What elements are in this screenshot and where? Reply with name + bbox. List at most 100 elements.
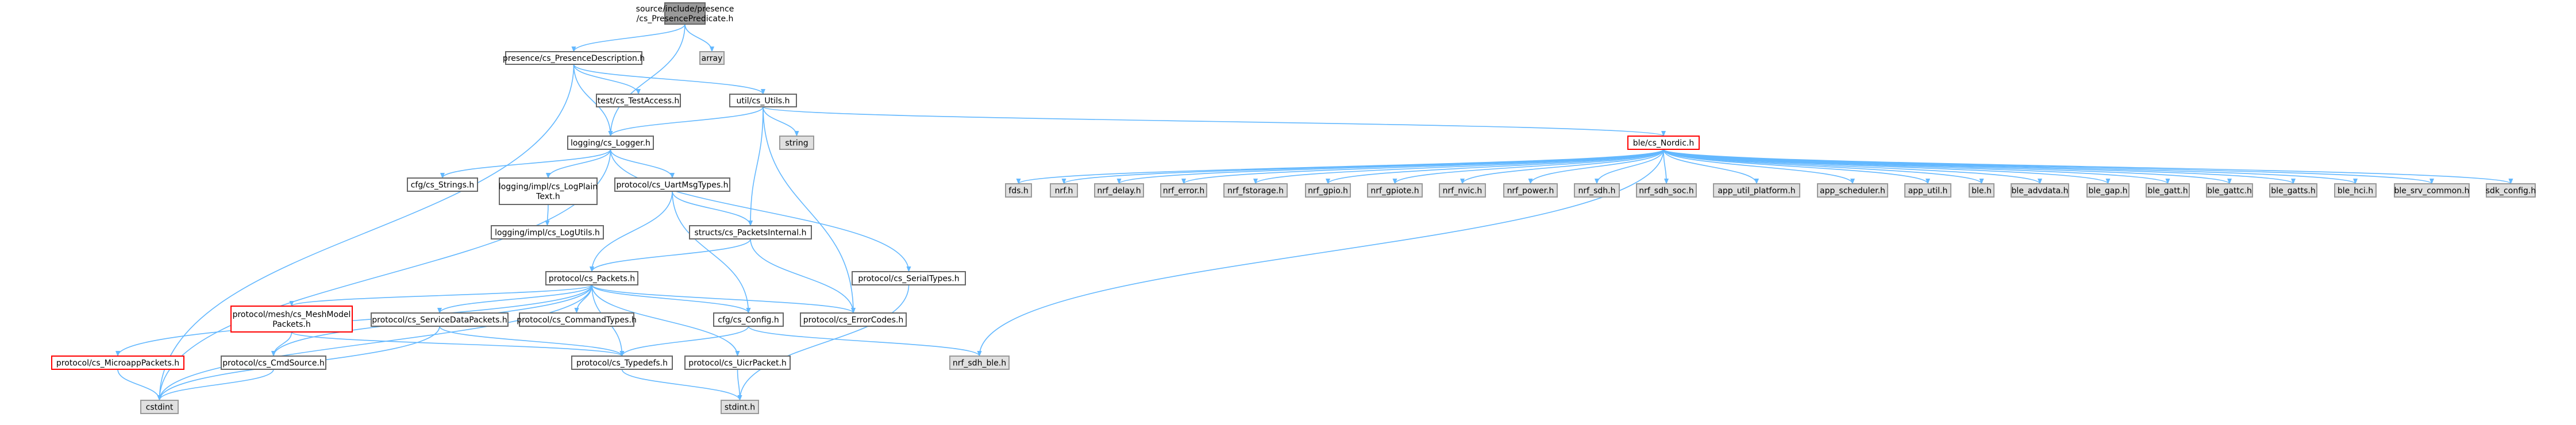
edge-logger-to-uartmsg (610, 149, 675, 179)
node-ble: ble.h (1969, 183, 1994, 198)
node-typedefs[interactable]: protocol/cs_Typedefs.h (571, 356, 673, 370)
node-label: nrf_sdh_soc.h (1639, 187, 1694, 196)
node-box (567, 136, 654, 150)
node-label: string (785, 139, 808, 148)
node-label: protocol/cs_Packets.h (549, 275, 635, 284)
node-nrfdelay: nrf_delay.h (1094, 183, 1144, 198)
edge-nordic-to-blesrv (1663, 149, 2434, 184)
node-testaccess[interactable]: test/cs_TestAccess.h (596, 94, 681, 107)
edge-svcdata-to-typedefs (439, 326, 625, 357)
edge-nordic-to-nrfgpiote (1392, 149, 1664, 184)
edge-nordic-to-nrffstorage (1253, 149, 1664, 184)
node-array: array (699, 51, 725, 65)
node-apputil: app_util.h (1904, 183, 1951, 198)
edge-utils-to-pktinternal (748, 106, 764, 226)
node-box (221, 356, 326, 370)
node-label: stdint.h (725, 403, 755, 412)
node-label: Packets.h (272, 320, 310, 329)
node-box (2486, 183, 2536, 198)
edge-root-to-presdesc (571, 24, 686, 52)
node-label: /cs_PresencePredicate.h (637, 14, 734, 24)
node-label: ble_hci.h (2338, 187, 2373, 196)
node-errorcodes[interactable]: protocol/cs_ErrorCodes.h (800, 312, 907, 327)
edge-logger-to-serialtypes (610, 149, 911, 272)
edge-pktinternal-to-errorcodes (750, 238, 856, 314)
node-label: nrf_gpiote.h (1370, 187, 1419, 196)
node-uartmsg[interactable]: protocol/cs_UartMsgTypes.h (614, 177, 730, 192)
node-uicr[interactable]: protocol/cs_UicrPacket.h (684, 356, 791, 370)
node-box (2011, 183, 2069, 198)
node-pktinternal[interactable]: structs/cs_PacketsInternal.h (689, 225, 812, 239)
node-label: protocol/cs_MicroappPackets.h (56, 359, 179, 368)
node-label: structs/cs_PacketsInternal.h (695, 229, 807, 238)
node-bleadv: ble_advdata.h (2011, 183, 2069, 198)
edge-root-to-array (684, 24, 714, 52)
node-box (2334, 183, 2377, 198)
edge-nordic-to-nrfpower (1528, 149, 1664, 184)
node-presdesc[interactable]: presence/cs_PresenceDescription.h (503, 51, 645, 65)
node-config[interactable]: cfg/cs_Config.h (713, 312, 784, 327)
node-label: ble_srv_common.h (2394, 187, 2469, 196)
node-label: ble_gatt.h (2147, 187, 2188, 196)
node-nrfnvic: nrf_nvic.h (1439, 183, 1486, 198)
edge-nordic-to-apputilplat (1663, 149, 1759, 184)
node-microapp[interactable]: protocol/cs_MicroappPackets.h (51, 356, 184, 370)
node-logutils[interactable]: logging/impl/cs_LogUtils.h (491, 225, 604, 239)
node-utils[interactable]: util/cs_Utils.h (729, 94, 797, 107)
node-box (664, 2, 706, 25)
node-label: logging/impl/cs_LogUtils.h (495, 229, 600, 238)
edge-meshmodel-to-cmdsource (271, 331, 292, 357)
node-strings[interactable]: cfg/cs_Strings.h (407, 177, 478, 192)
node-box (1636, 183, 1697, 198)
node-root[interactable]: source/include/presence/cs_PresencePredi… (636, 2, 734, 25)
node-packets[interactable]: protocol/cs_Packets.h (545, 271, 638, 285)
node-logger[interactable]: logging/cs_Logger.h (567, 136, 654, 150)
node-label: nrf_nvic.h (1443, 187, 1483, 196)
node-layer: source/include/presence/cs_PresencePredi… (51, 2, 2536, 414)
node-box (800, 312, 907, 327)
node-box (1305, 183, 1351, 198)
node-label: protocol/cs_CmdSource.h (222, 359, 325, 368)
node-box (699, 51, 725, 65)
node-box (2206, 183, 2253, 198)
node-svcdata[interactable]: protocol/cs_ServiceDataPackets.h (371, 312, 509, 327)
edge-utils-to-nordic (763, 106, 1666, 137)
node-label: cfg/cs_Config.h (718, 316, 779, 325)
node-label: nrf_fstorage.h (1227, 187, 1284, 196)
node-label: app_util_platform.h (1718, 187, 1795, 196)
node-string: string (779, 136, 814, 150)
node-sdkconfig: sdk_config.h (2486, 183, 2536, 198)
node-stdint: stdint.h (721, 400, 759, 414)
edge-nordic-to-nrf (1061, 149, 1664, 184)
edge-packets-to-microapp (115, 284, 592, 357)
node-box (852, 271, 966, 285)
edge-nordic-to-nrfsdhsoc (1663, 149, 1669, 184)
node-cmdtypes[interactable]: protocol/cs_CommandTypes.h (517, 312, 637, 327)
edge-nordic-to-nrfsdh (1595, 149, 1664, 184)
node-box (1969, 183, 1994, 198)
node-blegattc: ble_gattc.h (2206, 183, 2253, 198)
edge-config-to-typedefs (619, 326, 749, 357)
node-label: nrf_gpio.h (1308, 187, 1348, 196)
node-box (713, 312, 784, 327)
node-box (230, 306, 353, 333)
node-box (721, 400, 759, 414)
node-box (684, 356, 791, 370)
node-nrfpower: nrf_power.h (1503, 183, 1558, 198)
edge-pktinternal-to-packets (590, 238, 751, 272)
node-box (596, 94, 681, 107)
node-box (1223, 183, 1288, 198)
node-label: app_util.h (1908, 187, 1948, 196)
node-nrffstorage: nrf_fstorage.h (1223, 183, 1288, 198)
node-nordic[interactable]: ble/cs_Nordic.h (1627, 136, 1700, 150)
edge-layer (115, 24, 2513, 401)
edge-packets-to-meshmodel (289, 284, 592, 307)
node-cmdsource[interactable]: protocol/cs_CmdSource.h (221, 356, 326, 370)
node-box (571, 356, 673, 370)
node-serialtypes[interactable]: protocol/cs_SerialTypes.h (852, 271, 966, 285)
node-label: cfg/cs_Strings.h (411, 181, 475, 190)
edge-nordic-to-blehci (1663, 149, 2358, 184)
